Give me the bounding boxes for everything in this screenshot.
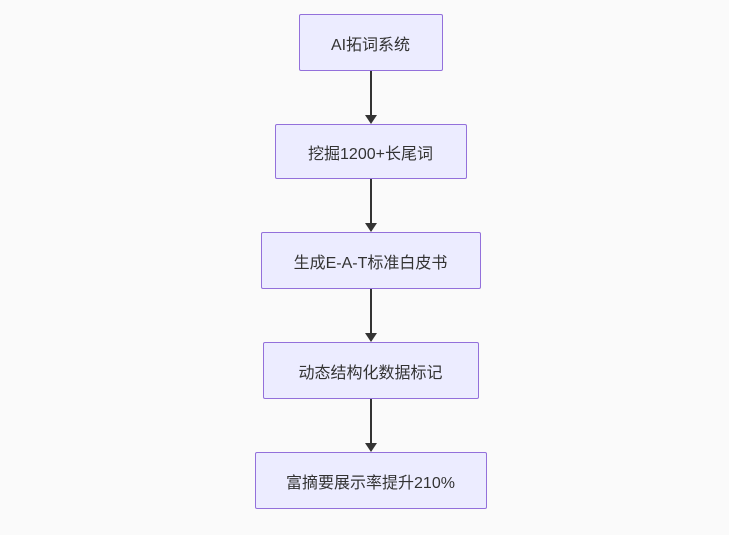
node-label: 动态结构化数据标记 — [298, 364, 443, 382]
flow-node-mine-longtail-keywords: 挖掘1200+长尾词 — [274, 124, 467, 179]
arrow-head-icon — [364, 115, 377, 124]
arrow-line — [369, 71, 372, 116]
node-label: 挖掘1200+长尾词 — [308, 145, 433, 163]
flow-node-dynamic-structured-data-markup: 动态结构化数据标记 — [262, 342, 479, 399]
flow-node-ai-word-expansion-system: AI拓词系统 — [298, 14, 443, 71]
flowchart-column: AI拓词系统 挖掘1200+长尾词 生成E-A-T标准白皮书 动态结构化数据标记 — [254, 0, 487, 535]
arrow-head-icon — [364, 223, 377, 232]
arrow-line — [369, 399, 372, 444]
node-label: 富摘要展示率提升210% — [286, 474, 455, 492]
arrow-head-icon — [364, 443, 377, 452]
flow-edge-2 — [364, 179, 377, 232]
arrow-line — [369, 179, 372, 224]
flow-edge-4 — [364, 399, 377, 452]
flow-edge-3 — [364, 289, 377, 342]
arrow-head-icon — [364, 333, 377, 342]
flow-edge-1 — [364, 71, 377, 124]
node-label: 生成E-A-T标准白皮书 — [293, 254, 448, 272]
arrow-line — [369, 289, 372, 334]
flow-node-rich-snippet-rate-increase: 富摘要展示率提升210% — [254, 452, 487, 509]
node-label: AI拓词系统 — [330, 36, 411, 54]
flow-node-generate-eat-whitepaper: 生成E-A-T标准白皮书 — [260, 232, 481, 289]
